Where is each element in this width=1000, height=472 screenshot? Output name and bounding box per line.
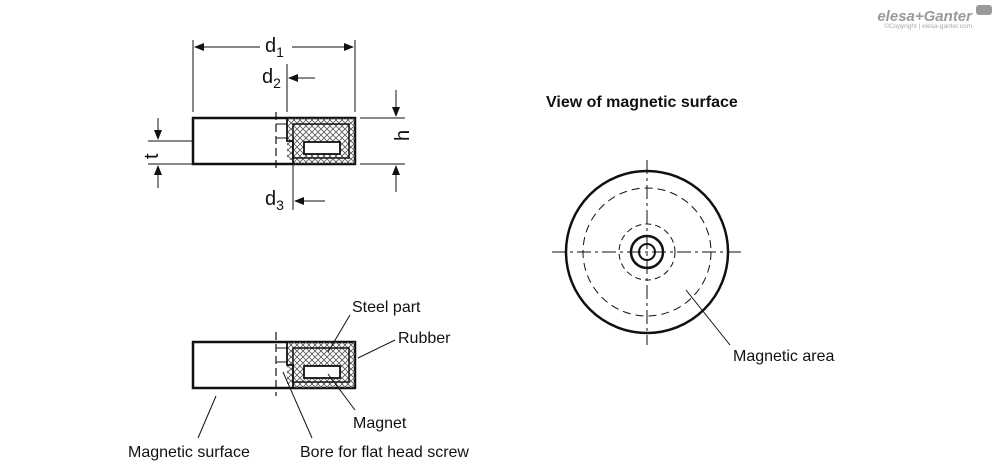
- bore-inner-circle: [638, 243, 656, 261]
- magnetic-view-title: View of magnetic surface: [546, 94, 738, 111]
- outer-circle: [564, 169, 730, 335]
- bore-step: [286, 118, 294, 164]
- brand-logo: elesa+Ganter ©Copyright | elesa-ganter.c…: [877, 5, 992, 30]
- magnet-label: Magnet: [353, 415, 407, 432]
- hatched-region-labeled: [287, 342, 355, 388]
- magnetic-area-circle: [582, 187, 712, 317]
- magnetic-surface-view: View of magnetic surface Magnetic area: [546, 94, 834, 365]
- magnetic-area-label: Magnetic area: [733, 348, 834, 365]
- dim-d1-label: d1: [265, 35, 284, 60]
- magnet-core-labeled: [303, 365, 341, 379]
- magnetic-surface-label: Magnetic surface: [128, 444, 250, 461]
- dim-d3-label: d3: [265, 188, 284, 213]
- section-view-dimensioned: d1 d2 d3 h t: [141, 35, 414, 213]
- brand-copyright: ©Copyright | elesa-ganter.com: [884, 23, 972, 30]
- rubber-label: Rubber: [398, 330, 451, 347]
- dim-d2-label: d2: [262, 66, 281, 91]
- inner-dashed-circle: [618, 223, 676, 281]
- bore-outer-circle: [629, 234, 665, 270]
- brand-logo-text: elesa+Ganter: [877, 8, 972, 25]
- ce-badge-icon: [976, 5, 992, 15]
- dim-t-label: t: [141, 153, 163, 159]
- bore-label: Bore for flat head screw: [300, 444, 469, 461]
- section-view-labeled: Steel part Rubber Magnet Magnetic surfac…: [128, 299, 469, 461]
- hatched-region: [287, 118, 355, 164]
- magnet-core: [303, 141, 341, 155]
- dim-h-label: h: [392, 130, 414, 141]
- steel-part-label: Steel part: [352, 299, 421, 316]
